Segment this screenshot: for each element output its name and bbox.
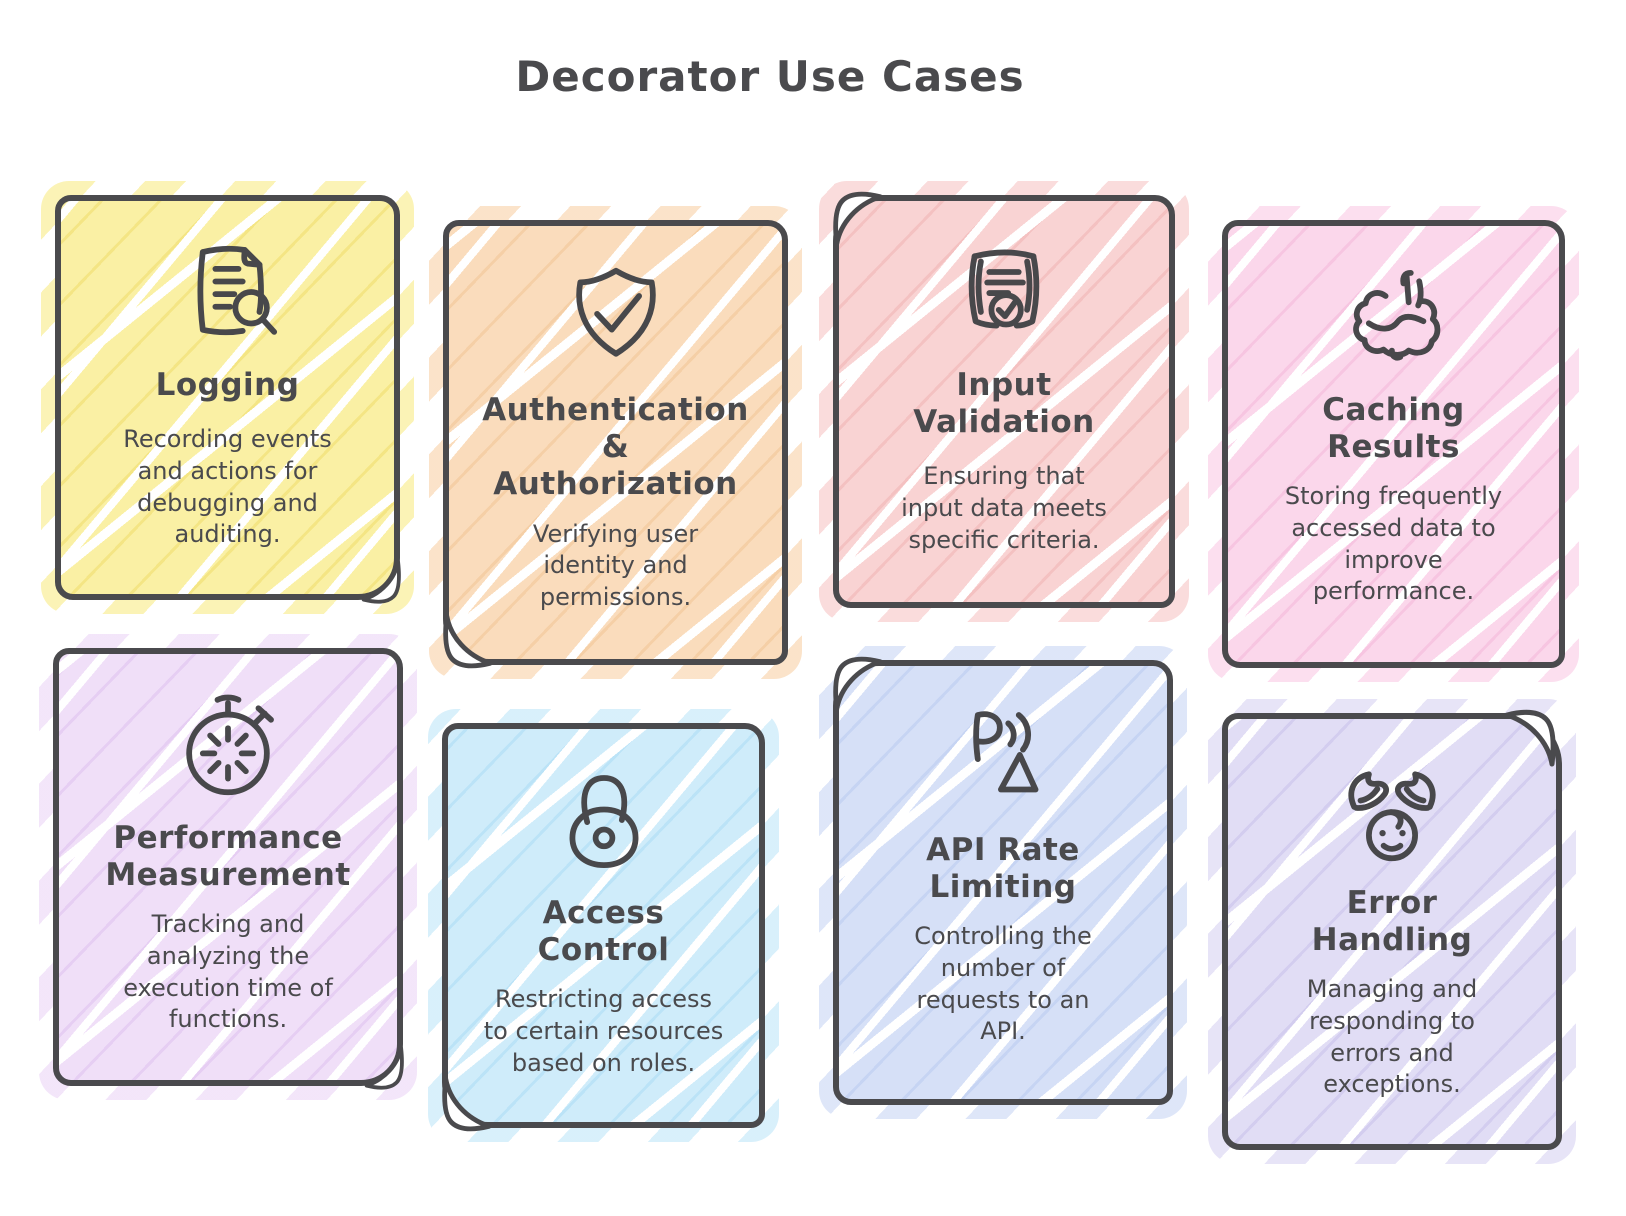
caring-hands-icon <box>1348 771 1436 862</box>
page-title: Decorator Use Cases <box>515 52 1025 101</box>
card-description: Verifying user identity and permissions. <box>532 519 699 611</box>
card-description: Storing frequently accessed data to impr… <box>1284 482 1503 606</box>
card-paper: Access Control Restricting access to cer… <box>442 723 765 1128</box>
card-paper: Input Validation Ensuring that input dat… <box>833 195 1175 608</box>
card-paper: Performance Measurement Tracking and ana… <box>53 648 403 1086</box>
card-paper: API Rate Limiting Controlling the number… <box>833 660 1173 1105</box>
card-paper: Caching Results Storing frequently acces… <box>1222 220 1565 668</box>
page-curl <box>833 656 883 712</box>
page-curl <box>442 1076 492 1132</box>
use-case-card-input-validation: Input Validation Ensuring that input dat… <box>819 181 1189 622</box>
use-case-card-caching-results: Caching Results Storing frequently acces… <box>1208 206 1579 682</box>
broadcast-icon <box>973 711 1039 793</box>
card-paper: Logging Recording events and actions for… <box>55 195 400 600</box>
use-case-card-logging: Logging Recording events and actions for… <box>41 181 414 614</box>
page-curl <box>833 191 883 247</box>
page-curl <box>443 613 493 669</box>
use-case-card-api-rate-limiting: API Rate Limiting Controlling the number… <box>819 646 1187 1119</box>
card-title: Performance Measurement <box>105 820 351 894</box>
card-title: API Rate Limiting <box>926 832 1080 906</box>
card-title: Authentication & Authorization <box>482 392 749 503</box>
use-case-card-access-control: Access Control Restricting access to cer… <box>428 709 779 1142</box>
use-case-card-authentication-authorization: Authentication & Authorization Verifying… <box>429 206 802 679</box>
card-paper: Error Handling Managing and responding t… <box>1222 713 1562 1150</box>
certificate-check-icon <box>968 249 1040 329</box>
card-description: Tracking and analyzing the execution tim… <box>123 910 333 1034</box>
card-title: Access Control <box>537 895 670 969</box>
card-description: Restricting access to certain resources … <box>483 985 724 1077</box>
page-curl <box>1504 709 1556 767</box>
card-title: Caching Results <box>1322 392 1465 466</box>
card-title: Logging <box>155 367 300 403</box>
card-description: Recording events and actions for debuggi… <box>123 425 332 549</box>
use-case-card-performance-measurement: Performance Measurement Tracking and ana… <box>39 634 417 1100</box>
document-search-icon <box>197 245 277 336</box>
stopwatch-icon <box>186 694 274 796</box>
page-curl <box>361 560 401 604</box>
card-description: Ensuring that input data meets specific … <box>901 462 1107 554</box>
brain-icon <box>1352 270 1440 361</box>
card-description: Controlling the number of requests to an… <box>914 922 1092 1046</box>
card-description: Managing and responding to errors and ex… <box>1306 975 1478 1099</box>
card-paper: Authentication & Authorization Verifying… <box>443 220 788 665</box>
shield-check-icon <box>575 267 656 357</box>
card-title: Input Validation <box>913 367 1095 441</box>
card-title: Error Handling <box>1311 885 1473 959</box>
page-curl <box>364 1046 404 1090</box>
padlock-icon <box>569 775 638 869</box>
use-case-card-error-handling: Error Handling Managing and responding t… <box>1208 699 1576 1164</box>
